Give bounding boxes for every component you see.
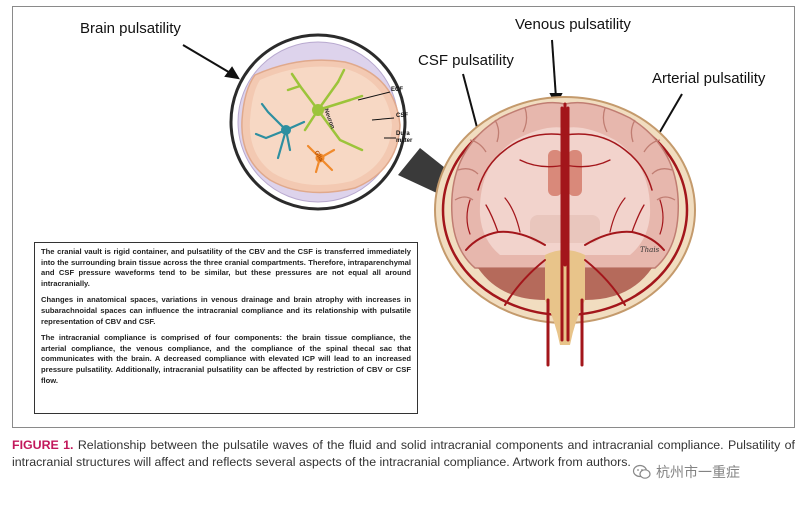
label-brain-pulsatility: Brain pulsatility [80,20,181,37]
artist-signature: Thais [640,246,660,254]
glia-orange-icon [306,144,336,174]
glia-blue-icon [254,102,306,160]
label-csf-pulsatility: CSF pulsatility [418,52,514,69]
label-venous-pulsatility: Venous pulsatility [515,16,631,33]
inset-label-ecf: ECF [391,87,403,93]
figure-illustration: Thais [182,33,696,367]
figure-number: FIGURE 1. [12,438,74,452]
brain-inset [229,33,407,211]
inset-label-mater: mater [396,138,413,144]
inset-label-dura: Dura [396,131,410,137]
textbox-paragraph-2: Changes in anatomical spaces, variations… [41,295,411,326]
figure-caption: FIGURE 1. Relationship between the pulsa… [12,437,795,471]
neuron-icon [286,68,364,152]
vessel-network [465,102,665,367]
wechat-logo-icon [632,464,651,479]
textbox-paragraph-1: The cranial vault is rigid container, an… [41,247,411,288]
explanation-textbox: The cranial vault is rigid container, an… [34,242,418,414]
figure-caption-text: Relationship between the pulsatile waves… [12,438,795,469]
label-arterial-pulsatility: Arterial pulsatility [652,70,766,87]
watermark: 杭州市一重症 [632,461,782,483]
textbox-paragraph-3: The intracranial compliance is comprised… [41,333,411,385]
inset-label-csf: CSF [396,113,408,119]
watermark-text: 杭州市一重症 [656,465,740,481]
